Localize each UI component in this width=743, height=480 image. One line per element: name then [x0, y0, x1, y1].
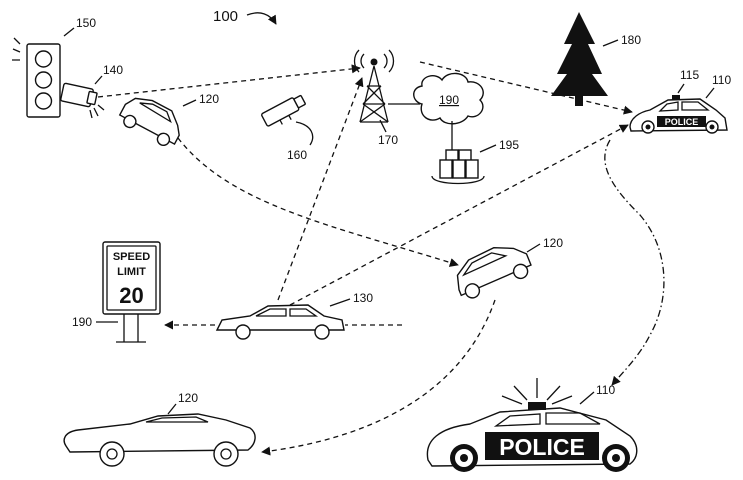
svg-text:POLICE: POLICE	[499, 434, 585, 460]
svg-text:190: 190	[72, 315, 92, 329]
handheld-camera-label: 160	[287, 122, 313, 162]
car-top-label: 120	[183, 92, 219, 106]
svg-text:195: 195	[499, 138, 519, 152]
sign-line-1: SPEED	[113, 251, 150, 263]
police-car-top: POLICE 115 110	[630, 68, 731, 133]
svg-text:170: 170	[378, 133, 398, 147]
svg-text:120: 120	[178, 391, 198, 405]
car-middle	[449, 237, 534, 302]
svg-text:130: 130	[353, 291, 373, 305]
sign-line-2: LIMIT	[117, 266, 146, 278]
svg-text:110: 110	[596, 383, 615, 397]
police-pursuit-path	[605, 140, 664, 385]
svg-text:100: 100	[213, 8, 238, 25]
svg-text:180: 180	[621, 33, 641, 47]
cloud: 190	[414, 73, 483, 150]
car-bottom: 120	[64, 391, 255, 466]
tree: 180	[551, 12, 641, 106]
target-vehicle: 130	[217, 291, 373, 339]
handheld-camera	[261, 94, 309, 131]
svg-text:150: 150	[76, 16, 96, 30]
figure-number: 100	[213, 8, 276, 25]
police-car-bottom: POLICE 110	[427, 378, 636, 472]
server-cluster: 195	[432, 138, 519, 184]
svg-text:110: 110	[712, 73, 731, 87]
sign-speed-value: 20	[119, 283, 143, 308]
cell-tower: 170	[355, 50, 421, 147]
svg-text:POLICE: POLICE	[665, 117, 699, 127]
camera-on-light: 140	[60, 63, 123, 118]
svg-text:140: 140	[103, 63, 123, 77]
car-top	[116, 90, 187, 150]
svg-text:190: 190	[439, 93, 459, 107]
svg-text:120: 120	[199, 92, 219, 106]
svg-text:160: 160	[287, 148, 307, 162]
svg-text:115: 115	[680, 68, 699, 82]
car-middle-label: 120	[527, 236, 563, 252]
path-car-top-to-car-middle	[178, 138, 458, 265]
svg-text:120: 120	[543, 236, 563, 250]
link-camera-to-tower	[98, 68, 360, 97]
speed-limit-sign: SPEED LIMIT 20 190	[72, 242, 160, 342]
